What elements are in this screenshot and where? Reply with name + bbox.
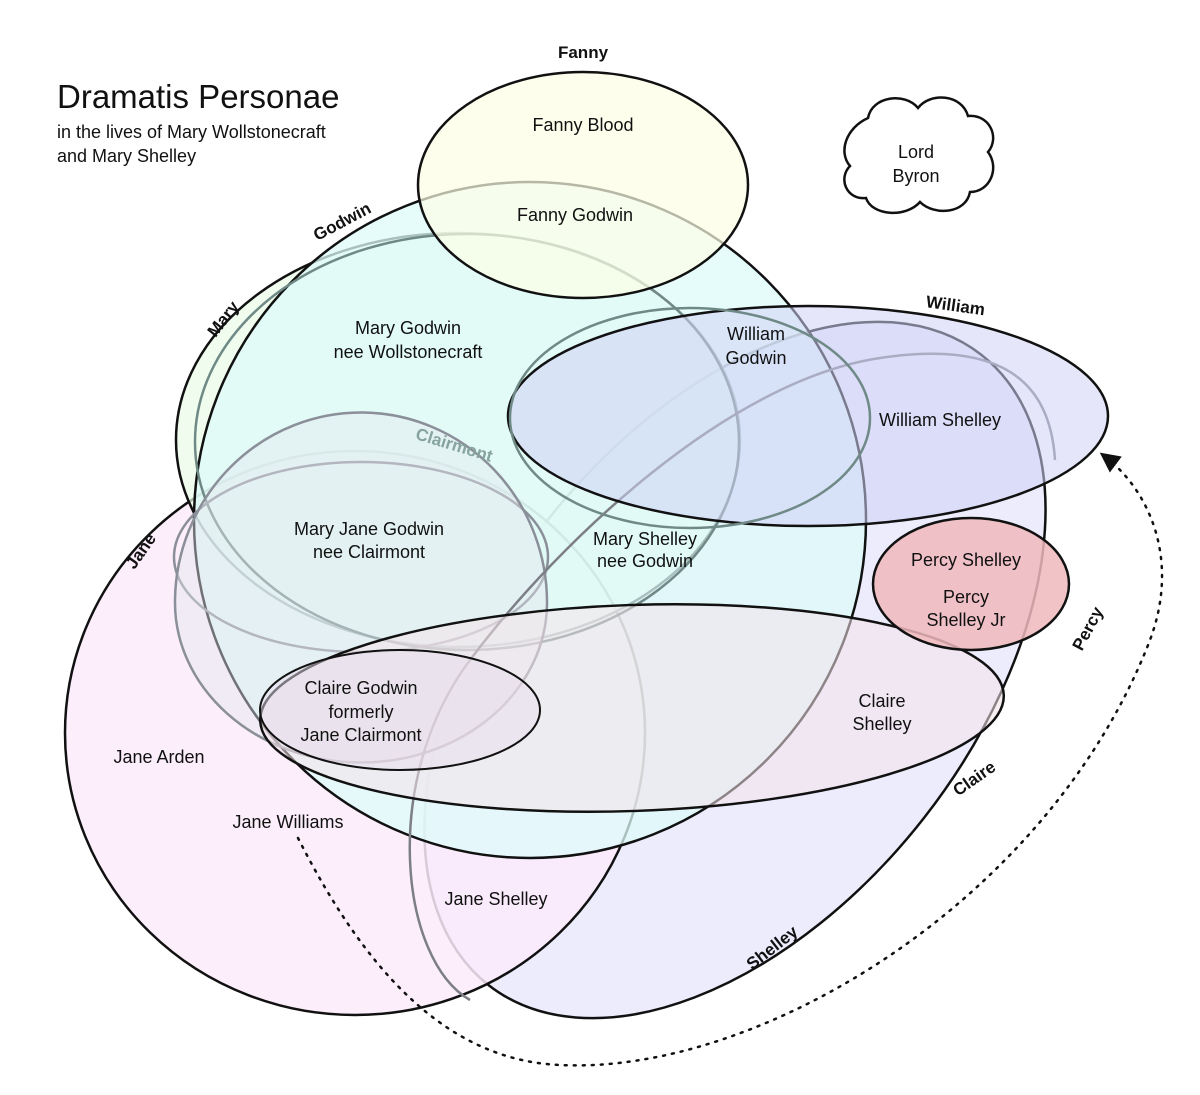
name-claire-godwin-3: Jane Clairmont — [300, 725, 421, 745]
name-claire-godwin-1: Claire Godwin — [304, 678, 417, 698]
name-jane-shelley: Jane Shelley — [444, 889, 547, 909]
connector-arrow — [296, 452, 1164, 1067]
name-percy-shelley-jr-2: Shelley Jr — [926, 610, 1005, 630]
name-lord-byron-2: Byron — [892, 166, 939, 186]
name-mary-shelley-2: nee Godwin — [597, 551, 693, 571]
lord-byron-cloud-icon — [843, 96, 995, 215]
name-mary-jane-godwin-2: nee Clairmont — [313, 542, 425, 562]
set-william — [506, 304, 1110, 528]
subtitle-line-1: in the lives of Mary Wollstonecraft — [57, 122, 326, 142]
set-fanny — [416, 70, 750, 300]
name-william-shelley: William Shelley — [879, 410, 1001, 430]
set-percy — [871, 516, 1071, 652]
set-claire-godwin — [259, 649, 541, 771]
set-label-fanny: Fanny — [558, 43, 609, 62]
name-mary-godwin-2: nee Wollstonecraft — [334, 342, 483, 362]
name-mary-shelley-1: Mary Shelley — [593, 529, 697, 549]
name-percy-shelley-jr-1: Percy — [943, 587, 989, 607]
name-claire-shelley-2: Shelley — [852, 714, 911, 734]
name-william-godwin-2: Godwin — [725, 348, 786, 368]
name-lord-byron-1: Lord — [898, 142, 934, 162]
name-william-godwin-1: William — [727, 324, 785, 344]
set-william-grey — [508, 306, 872, 530]
name-claire-godwin-2: formerly — [328, 702, 393, 722]
diagram-title: Dramatis Personae — [57, 78, 339, 115]
name-claire-shelley-1: Claire — [858, 691, 905, 711]
name-jane-arden: Jane Arden — [113, 747, 204, 767]
name-mary-jane-godwin-1: Mary Jane Godwin — [294, 519, 444, 539]
name-mary-godwin-1: Mary Godwin — [355, 318, 461, 338]
name-jane-williams: Jane Williams — [232, 812, 343, 832]
name-fanny-godwin: Fanny Godwin — [517, 205, 633, 225]
name-fanny-blood: Fanny Blood — [532, 115, 633, 135]
set-label-percy: Percy — [1069, 603, 1108, 653]
name-percy-shelley: Percy Shelley — [911, 550, 1021, 570]
subtitle-line-2: and Mary Shelley — [57, 146, 196, 166]
